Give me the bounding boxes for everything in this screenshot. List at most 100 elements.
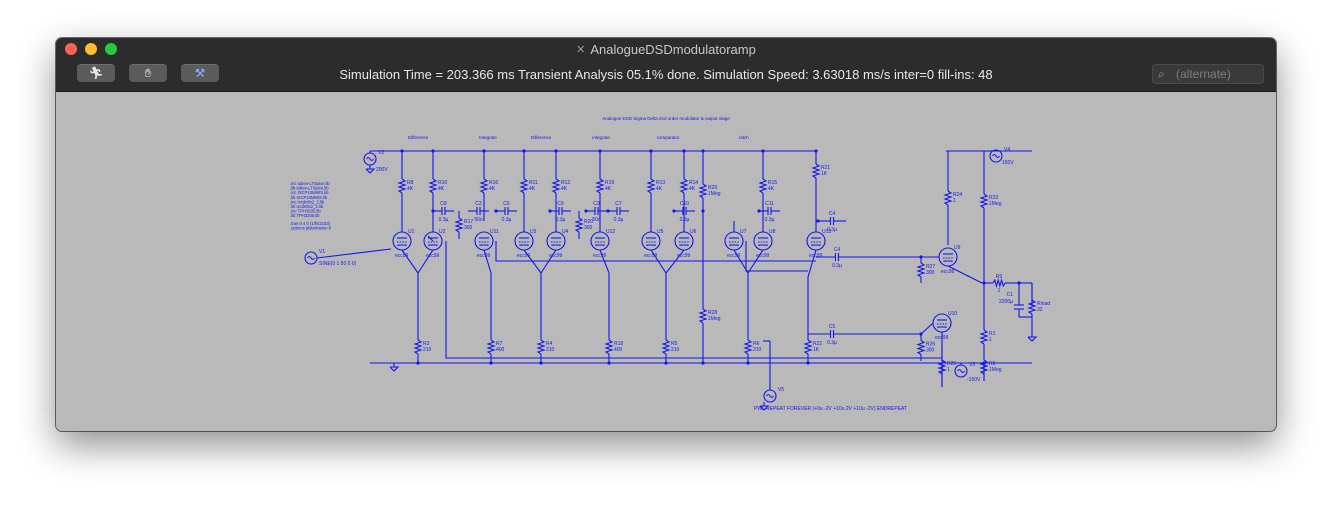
resistor-value: 210 <box>671 347 680 353</box>
capacitor <box>808 330 856 338</box>
junction-dot <box>489 361 493 365</box>
junction-dot <box>400 149 404 153</box>
tube-envelope <box>806 231 826 251</box>
capacitor <box>586 207 607 215</box>
resistor-body <box>979 359 989 375</box>
resistor-value: 210 <box>753 347 762 353</box>
resistor-name: R18 <box>614 341 623 347</box>
tube-name: U11 <box>490 229 499 235</box>
resistor-value: 1Meg <box>708 316 721 322</box>
probe-button[interactable]: ⚒︎ <box>181 64 219 82</box>
run-icon: 🏃︎ <box>88 66 104 80</box>
capacitor-name: C4 <box>829 211 836 217</box>
tube-cathode <box>595 244 605 246</box>
wire <box>483 249 492 274</box>
tube-cathode <box>679 244 689 246</box>
resistor-body <box>758 178 768 194</box>
component-layer[interactable] <box>304 149 1038 411</box>
capacitor-name: C6 <box>503 201 510 207</box>
run-button[interactable]: 🏃︎ <box>77 64 115 82</box>
resistor-body <box>679 178 689 194</box>
resistor <box>413 331 423 363</box>
close-window-button[interactable] <box>65 43 77 55</box>
capacitor-name: C7 <box>615 201 622 207</box>
capacitor <box>818 217 846 225</box>
ground-triangle <box>759 405 770 411</box>
junction-dot <box>431 149 435 153</box>
spice-directive: .lib TPH3205.lib <box>290 213 320 218</box>
resistor-name: R11 <box>529 180 538 186</box>
source-symbol <box>366 156 374 162</box>
resistor <box>916 334 926 361</box>
vacuum-tube <box>938 247 958 267</box>
capacitor <box>608 207 629 215</box>
junction-dot <box>701 149 705 153</box>
tube-cathode <box>646 244 656 246</box>
capacitor-name: C1 <box>1007 292 1014 298</box>
minimize-window-button[interactable] <box>85 43 97 55</box>
source-body <box>304 251 318 265</box>
resistor-value: 1 <box>998 288 1001 294</box>
halt-button[interactable]: ✋︎ <box>129 64 167 82</box>
search-box[interactable]: ⌕ <box>1152 64 1264 84</box>
capacitor <box>759 207 780 215</box>
tube-model: ecc99 <box>935 335 949 341</box>
schematic-drawing[interactable]: Analogue DSD Sigma Delta 2nd order modul… <box>56 91 1276 431</box>
schematic-canvas[interactable]: Analogue DSD Sigma Delta 2nd order modul… <box>56 91 1276 431</box>
vacuum-tube <box>674 231 694 251</box>
tube-cathode <box>428 244 438 246</box>
tube-envelope <box>474 231 494 251</box>
wire <box>495 241 816 262</box>
resistor-value: 400 <box>496 347 505 353</box>
resistor-value: 32 <box>1037 307 1043 313</box>
resistor <box>979 321 989 353</box>
junction-dot <box>598 149 602 153</box>
resistor-body <box>574 217 584 233</box>
resistor-value: 1 <box>947 367 950 373</box>
resistor-name: R20 <box>584 219 593 225</box>
tube-name: U10 <box>948 311 957 317</box>
source-body <box>763 389 777 403</box>
wire <box>401 249 419 274</box>
tube-name: U12 <box>606 229 615 235</box>
junction-dot <box>682 149 686 153</box>
search-input[interactable] <box>1174 66 1264 82</box>
capacitor-value: 0.3µ <box>765 217 775 223</box>
tube-name: U9 <box>954 245 961 251</box>
tube-envelope <box>514 231 534 251</box>
tube-cathode <box>729 244 739 246</box>
junction-dot <box>584 209 588 213</box>
resistor-body <box>646 178 656 194</box>
ground-triangle <box>389 366 400 372</box>
capacitor-name: C8 <box>440 201 447 207</box>
resistor-name: R10 <box>438 180 447 186</box>
resistor-value: 4K <box>689 186 696 192</box>
voltage-source <box>763 389 777 403</box>
section-label: Difference <box>531 135 552 140</box>
source-symbol <box>957 368 965 374</box>
tube-model: ecc99 <box>727 253 741 259</box>
resistor-name: R16 <box>489 180 498 186</box>
resistor <box>982 277 1016 289</box>
capacitor-value: 0.3µ <box>614 217 624 223</box>
tube-envelope <box>423 231 443 251</box>
vacuum-tube <box>546 231 566 251</box>
voltage-source <box>954 364 968 378</box>
spice-directive: .inc ixcdn8x2_2.lib <box>290 199 325 204</box>
resistor-name: R12 <box>561 180 570 186</box>
vacuum-tube <box>514 231 534 251</box>
junction-dot <box>607 361 611 365</box>
tube-cathode <box>397 244 407 246</box>
junction-dot <box>746 361 750 365</box>
resistor-body <box>743 339 753 355</box>
vacuum-tube <box>590 231 610 251</box>
resistor <box>937 347 947 387</box>
junction-dot <box>606 209 610 213</box>
resistor-body <box>979 193 989 209</box>
junction-dot <box>806 361 810 365</box>
resistor <box>916 257 926 283</box>
zoom-window-button[interactable] <box>105 43 117 55</box>
resistor-value: 300 <box>926 270 935 276</box>
junction-dot <box>482 149 486 153</box>
capacitor-name: C10 <box>680 201 689 207</box>
